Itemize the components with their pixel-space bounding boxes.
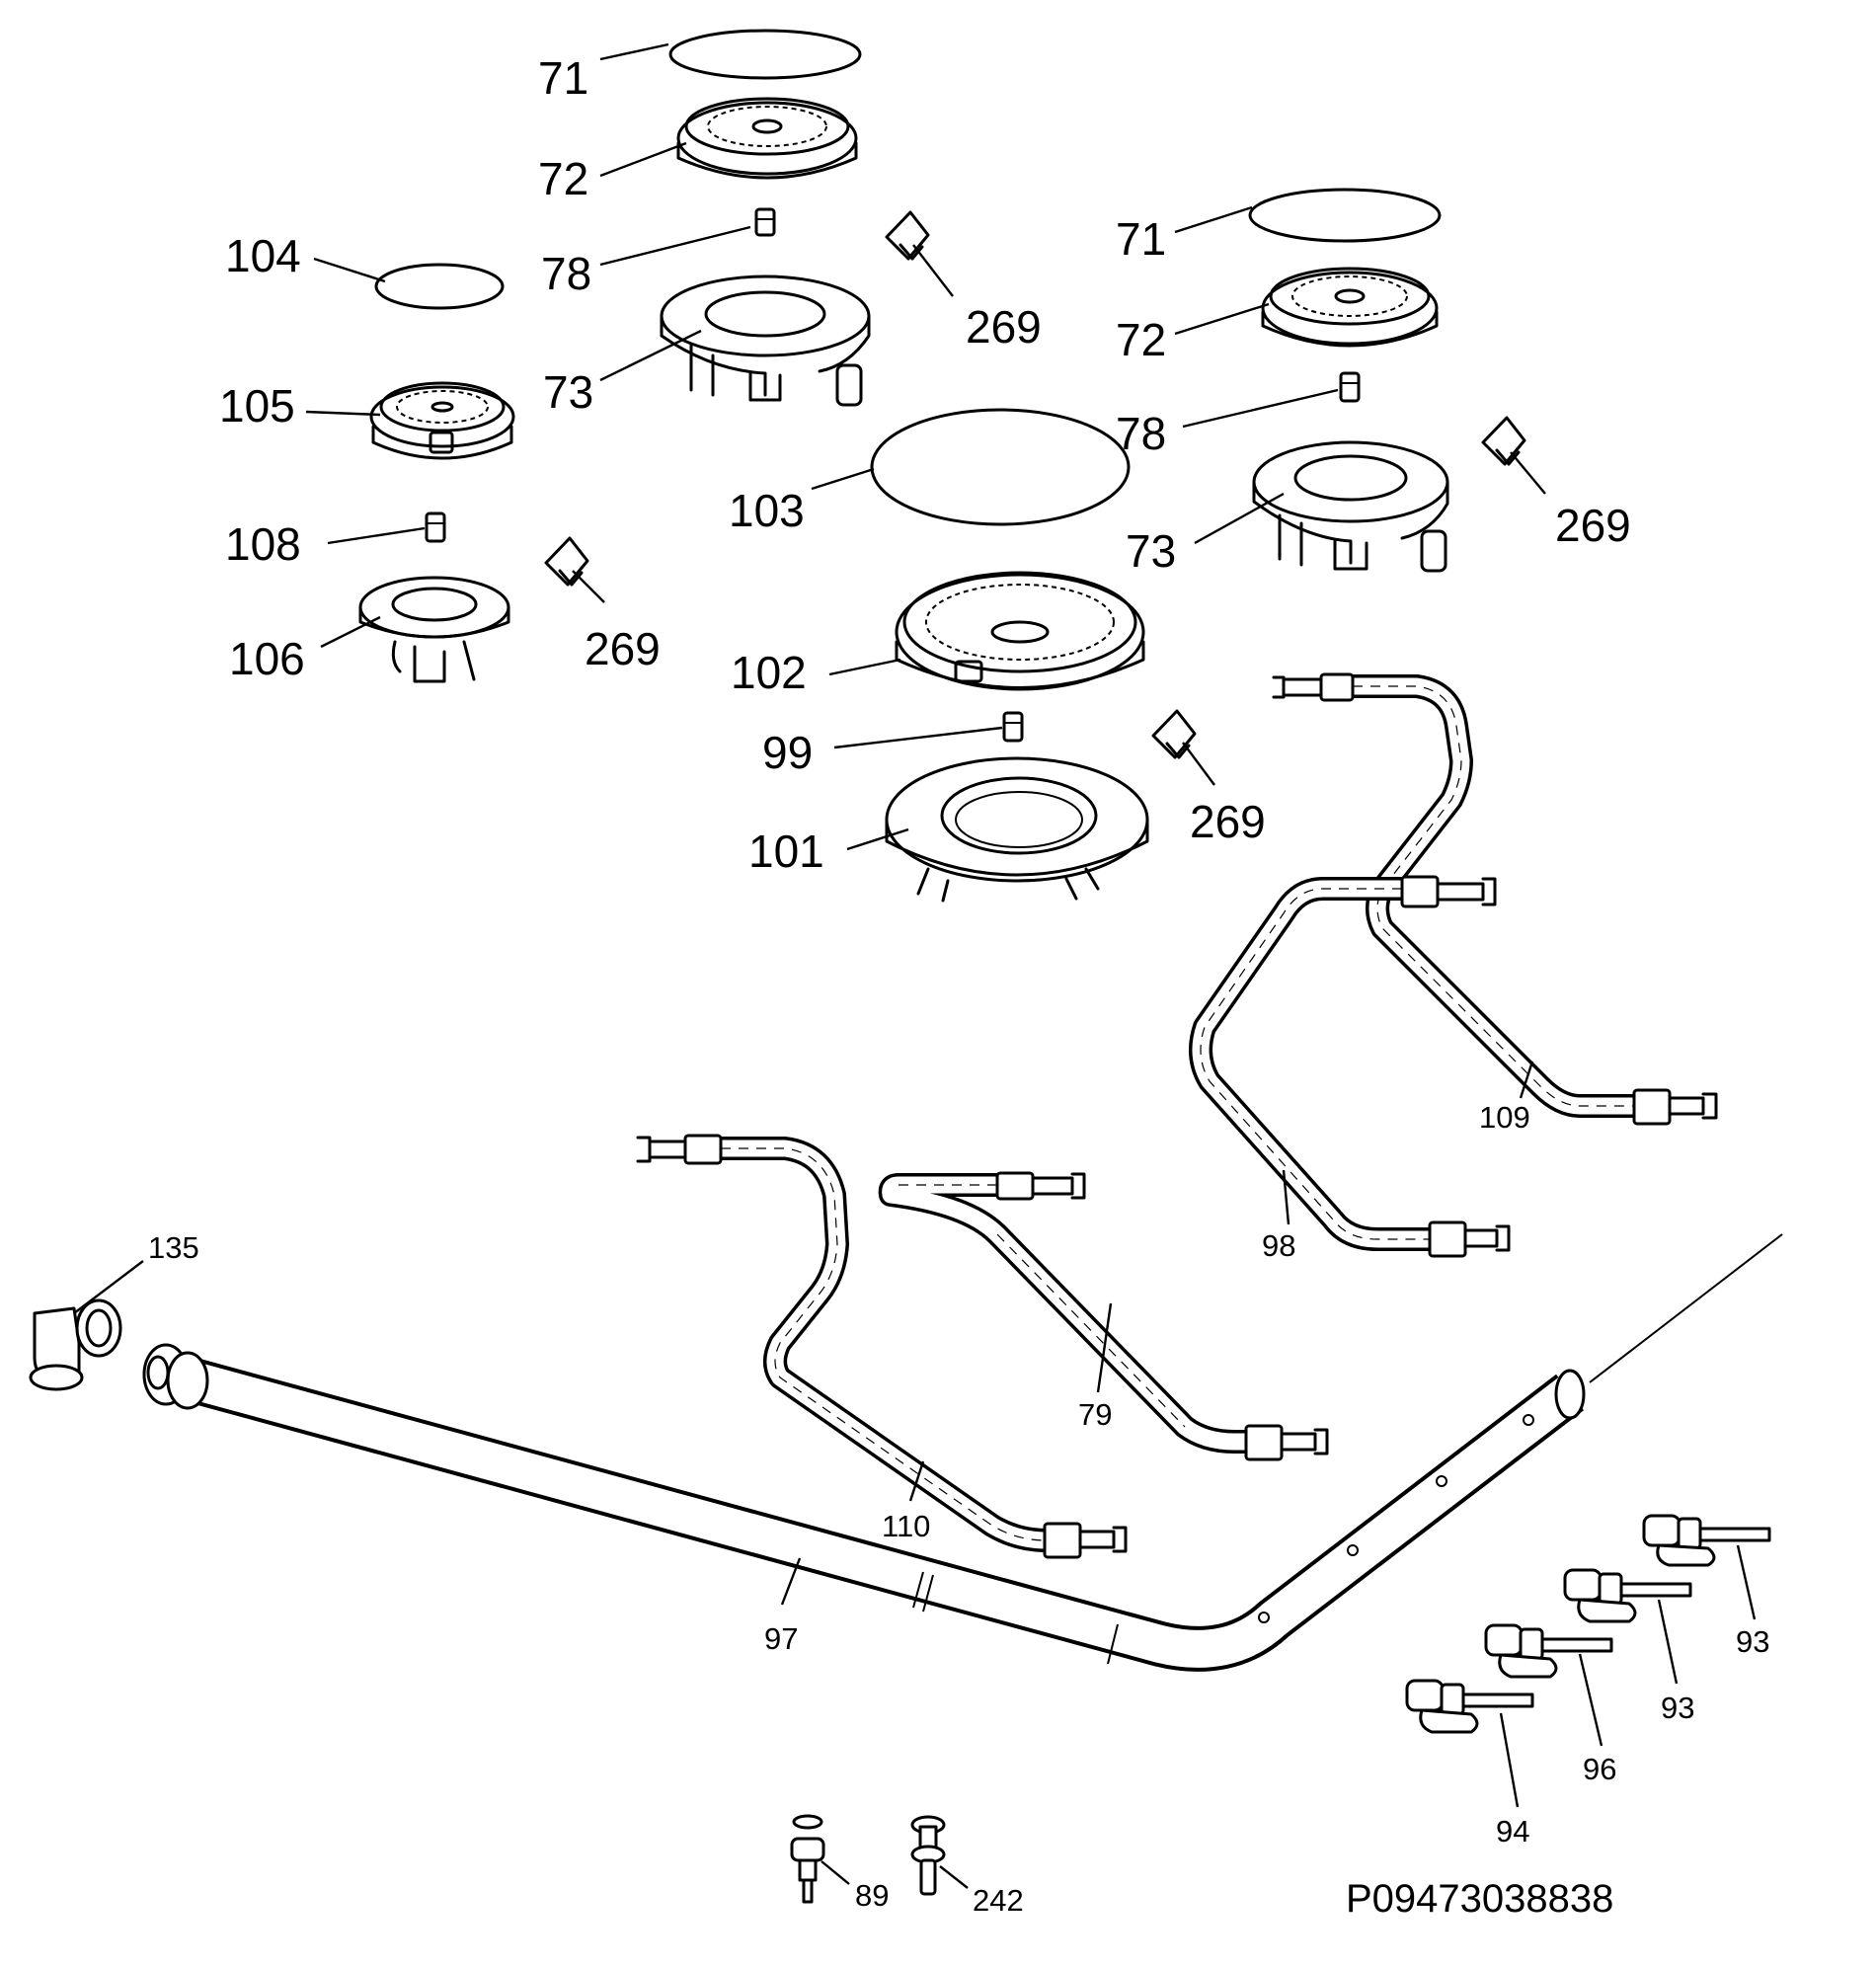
label-102: 102 <box>731 647 807 698</box>
fitting-89 <box>790 1814 825 1904</box>
label-78-right: 78 <box>1116 408 1166 459</box>
burner-crown-72-right <box>1261 267 1439 348</box>
label-106: 106 <box>229 633 305 684</box>
burner-cap-71-top <box>668 29 862 80</box>
label-269-a: 269 <box>966 301 1042 353</box>
clip-269-c <box>1481 416 1526 466</box>
gas-tap-93-a <box>1642 1514 1771 1567</box>
diagram-reference-code: P09473038838 <box>1346 1877 1613 1921</box>
label-99: 99 <box>762 727 813 778</box>
label-72-right: 72 <box>1116 314 1166 365</box>
burner-body-73-top <box>660 275 871 407</box>
burner-cap-103 <box>870 408 1131 526</box>
part-labels: 71 72 78 73 269 104 105 108 106 269 71 7… <box>148 52 1769 1921</box>
burner-cap-104 <box>374 263 505 310</box>
injector-78-right <box>1339 371 1361 403</box>
gas-pipe-98 <box>1189 875 1511 1258</box>
label-135: 135 <box>148 1230 199 1265</box>
label-79: 79 <box>1078 1397 1112 1432</box>
gas-tap-93-b <box>1563 1568 1692 1623</box>
label-269-d: 269 <box>1190 796 1266 847</box>
label-242: 242 <box>973 1883 1024 1918</box>
leader-lines <box>73 42 1757 1889</box>
clip-269-b <box>544 536 589 587</box>
burner-cap-71-right <box>1248 188 1442 243</box>
label-73-right: 73 <box>1126 525 1176 577</box>
burner-body-73-right <box>1252 440 1449 573</box>
label-93-a: 93 <box>1736 1624 1769 1659</box>
elbow-fitting-135 <box>29 1298 122 1391</box>
gas-pipe-79 <box>878 1171 1329 1461</box>
label-71-top: 71 <box>538 52 588 104</box>
injector-99 <box>1002 711 1024 743</box>
clip-269-a <box>885 210 930 261</box>
burner-body-106 <box>358 576 510 683</box>
burner-crown-102 <box>895 571 1145 691</box>
label-101: 101 <box>748 826 824 877</box>
gas-tap-94 <box>1405 1679 1534 1734</box>
label-269-b: 269 <box>585 623 661 674</box>
label-78-top: 78 <box>541 248 591 299</box>
label-89: 89 <box>855 1878 889 1913</box>
label-269-c: 269 <box>1555 500 1631 551</box>
gas-gallery-pipe-97 <box>142 1233 1783 1672</box>
label-109: 109 <box>1479 1100 1530 1135</box>
label-93-b: 93 <box>1661 1691 1694 1725</box>
label-108: 108 <box>225 518 301 570</box>
gas-pipe-110 <box>636 1134 1128 1559</box>
injector-108 <box>425 511 446 543</box>
burner-body-101 <box>885 756 1149 903</box>
label-94: 94 <box>1496 1814 1529 1849</box>
label-110: 110 <box>882 1509 930 1543</box>
label-105: 105 <box>219 380 295 432</box>
label-103: 103 <box>729 485 805 536</box>
label-98: 98 <box>1262 1228 1295 1263</box>
label-71-right: 71 <box>1116 213 1166 265</box>
burner-crown-72-top <box>676 97 858 180</box>
label-97: 97 <box>764 1621 798 1656</box>
label-96: 96 <box>1583 1752 1616 1786</box>
label-73-top: 73 <box>543 366 593 418</box>
label-104: 104 <box>225 230 301 281</box>
burner-crown-105 <box>369 381 515 460</box>
gas-pipe-109 <box>1272 672 1718 1126</box>
clip-269-d <box>1151 709 1197 759</box>
label-72-top: 72 <box>538 153 588 204</box>
fitting-242 <box>910 1815 946 1896</box>
gas-tap-96 <box>1484 1623 1613 1679</box>
injector-78-top <box>754 207 776 237</box>
